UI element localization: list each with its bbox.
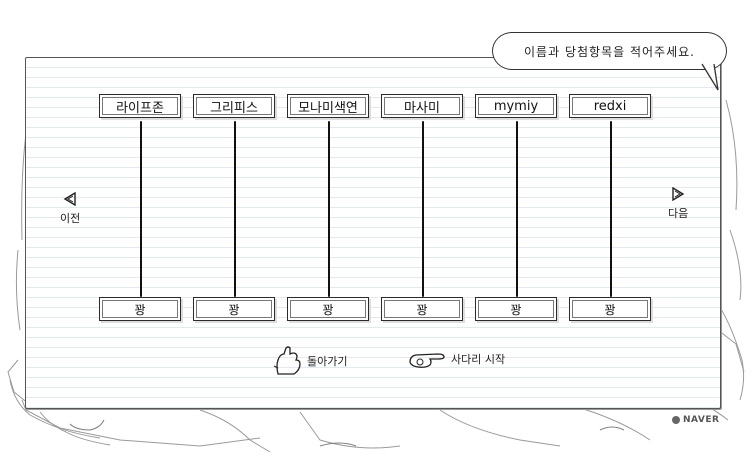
prize-box[interactable]: 꽝 [287, 297, 369, 321]
ladder-rail [610, 121, 612, 297]
prize-box[interactable]: 꽝 [475, 297, 557, 321]
ladder-rail [328, 121, 330, 297]
hand-wave-icon [273, 346, 301, 375]
participant-box[interactable]: 라이프존 [99, 94, 181, 118]
prize-box[interactable]: 꽝 [193, 297, 275, 321]
participant-box[interactable]: redxi [569, 94, 651, 118]
start-button[interactable]: 사다리 시작 [408, 348, 505, 370]
participant-box[interactable]: 그리피스 [193, 94, 275, 118]
ladder-rail [234, 121, 236, 297]
prize-box[interactable]: 꽝 [381, 297, 463, 321]
participant-box[interactable]: 모나미색연 [287, 94, 369, 118]
next-label: 다음 [668, 207, 689, 220]
arrow-left-icon [63, 192, 76, 206]
back-label: 돌아가기 [307, 355, 348, 368]
back-button[interactable]: 돌아가기 [272, 344, 347, 378]
prize-box[interactable]: 꽝 [99, 297, 181, 321]
prev-label: 이전 [60, 212, 81, 225]
participant-box[interactable]: mymiy [475, 94, 557, 118]
next-button[interactable]: 다음 [668, 187, 688, 221]
instruction-text: 이름과 당첨항목을 적어주세요. [524, 44, 695, 59]
instruction-bubble: 이름과 당첨항목을 적어주세요. [492, 32, 727, 70]
arrow-right-icon [672, 187, 685, 201]
naver-logo: NAVER [672, 415, 719, 425]
prev-button[interactable]: 이전 [60, 192, 80, 226]
participant-box[interactable]: 마사미 [381, 94, 463, 118]
hand-point-icon [409, 353, 445, 368]
ladder-rail [516, 121, 518, 297]
ladder-rail [140, 121, 142, 297]
bubble-tail [701, 63, 719, 91]
naver-dot-icon [672, 416, 680, 424]
start-label: 사다리 시작 [451, 353, 506, 366]
prize-box[interactable]: 꽝 [569, 297, 651, 321]
ladder-rail [422, 121, 424, 297]
